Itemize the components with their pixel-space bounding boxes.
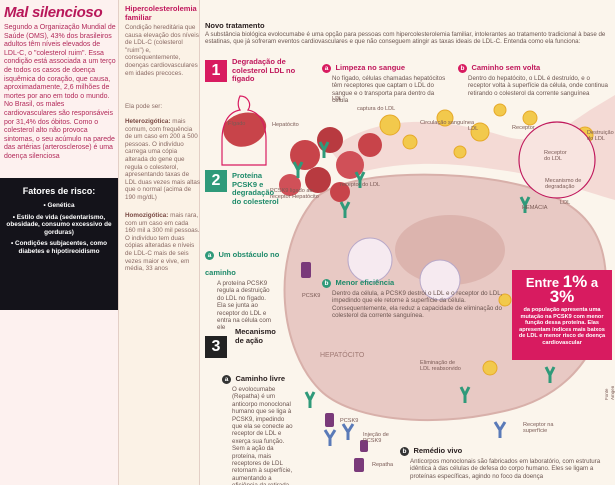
fh-heading: Hipercolesterolemia familiar (125, 4, 197, 22)
section-1-title: Degradação de colesterol LDL no fígado (232, 57, 296, 83)
section-2b-title: Menor eficiência (335, 278, 395, 287)
callout-lead: Entre (525, 275, 560, 290)
label-pcsk9-b: PCSK9 (340, 418, 359, 424)
bullet-2b: b (322, 279, 331, 288)
callout-percent-2: 3% (549, 287, 575, 306)
section-1a-text: No fígado, células chamadas hepatócitos … (332, 75, 446, 105)
label-repatha: Repatha (372, 462, 394, 468)
section-2a-title: Um obstáculo no caminho (205, 250, 280, 277)
section-1b: b Caminho sem volta Dentro do hepatócito… (458, 57, 608, 97)
risk-item-lifestyle: • Estilo de vida (sedentarismo, obesidad… (6, 213, 112, 236)
bullet-3b: b (400, 447, 409, 456)
callout-percent-1: 1% (562, 272, 588, 291)
label-eliminacao: Eliminação de LDL reabsorvido (420, 360, 461, 373)
credit: Fonte Amgen (604, 385, 615, 400)
label-injecao: Injeção de PCSK9 (363, 432, 389, 445)
section-3a: a Caminho livre O evolocumabe (Repatha) … (222, 368, 312, 485)
section-3b: b Remédio vivo Anticorpos monoclonais sã… (400, 440, 612, 480)
label-pcsk9: PCSK9 (302, 293, 321, 299)
label-hepatocito-big: HEPATÓCITO (320, 352, 365, 359)
risk-item-conditions: • Condições subjacentes, como diabetes e… (11, 240, 107, 255)
cell-nucleus (395, 215, 505, 285)
label-receptor: Receptor (512, 125, 535, 131)
label-destruicao: Destruição do LDL (587, 130, 614, 143)
fh-homozygous: Homozigótica: mais rara, com um caso em … (125, 212, 200, 273)
bullet-1b: b (458, 64, 467, 73)
receptor-inset (518, 121, 596, 199)
section-3b-text: Anticorpos monoclonais são fabricados em… (410, 458, 601, 480)
human-silhouette (221, 95, 267, 166)
section-3a-text: O evolocumabe (Repatha) é um anticorpo m… (232, 386, 293, 485)
section-2-title: Proteína PCSK9 e degradação do colestero… (232, 171, 279, 206)
section-2a: a Um obstáculo no caminho A proteína PCS… (205, 244, 295, 332)
red-blood-cells (279, 127, 382, 202)
fh-column: Hipercolesterolemia familiar Condição he… (118, 0, 200, 485)
pcsk9-proteins (301, 262, 368, 472)
bullet-2a: a (205, 251, 214, 260)
label-hemacia: HEMÁCIA (522, 205, 548, 211)
fh-heterozygous: Heterozigótica: mais comum, com frequênc… (125, 118, 200, 202)
sidebar-title: Mal silencioso (4, 4, 103, 21)
antibodies (323, 421, 507, 446)
label-circulacao: Circulação sanguínea (420, 120, 475, 126)
section-1b-text: Dentro do hepatócito, o LDL é destruído,… (468, 75, 608, 97)
label-hepatocito: Hepatócito (272, 122, 299, 128)
risk-title: Fatores de risco: (22, 186, 96, 196)
label-mecanismo: Mecanismo de degradação (545, 178, 582, 191)
section-2-number: 2 (205, 170, 227, 192)
sidebar-intro: Segundo a Organização Mundial de Saúde (… (4, 24, 116, 160)
section-2b: b Menor eficiência Dentro da célula, a P… (322, 272, 507, 320)
main-title: Novo tratamento (205, 21, 265, 30)
fh-description: Condição hereditária que causa elevação … (125, 24, 199, 77)
label-figado: Fígado (228, 121, 246, 127)
label-pcsk9-ligado: PCSK9 ligado ao receptor Hepatócito (270, 188, 319, 201)
section-3a-title: Caminho livre (235, 374, 286, 383)
section-2b-text: Dentro da célula, a PCSK9 destrói o LDL … (332, 290, 503, 320)
heterozygous-text: mais comum, com frequência de um caso em… (125, 118, 201, 201)
homozygous-label: Homozigótica: (125, 212, 169, 219)
fh-can-be: Ela pode ser: (125, 103, 163, 110)
endosome-1 (347, 237, 393, 283)
risk-item-genetics: • Genética (43, 202, 75, 209)
callout-text: da população apresenta uma mutação na PC… (518, 307, 606, 346)
homozygous-text: mais rara, com um caso em cada 160 mil a… (125, 212, 200, 273)
section-3b-title: Remédio vivo (413, 446, 463, 455)
label-receptor-ldl-2: Receptor do LDL (544, 150, 567, 163)
mutation-callout: Entre 1% a 3% da população apresenta uma… (512, 270, 612, 360)
bullet-3a: a (222, 375, 231, 384)
bullet-1a: a (322, 64, 331, 73)
label-ldl-1: LDL (332, 96, 343, 102)
label-receptor-ldl: receptor do LDL (340, 182, 381, 188)
section-2a-text: A proteína PCSK9 regula a destruição do … (217, 280, 271, 332)
section-3-title: Mecanismo de ação (235, 327, 276, 345)
label-ldl-3: LDL (560, 200, 571, 206)
main-intro: A substância biológica evolocumabe é uma… (205, 31, 606, 46)
section-1a: a Limpeza no sangue No fígado, células c… (322, 57, 452, 105)
callout-mid: a (590, 275, 599, 290)
heterozygous-label: Heterozigótica: (125, 118, 171, 125)
risk-factors-box: Fatores de risco: • Genética • Estilo de… (0, 178, 118, 310)
section-1-number: 1 (205, 60, 227, 82)
endosome-2 (419, 259, 461, 301)
label-ldl-2: LDL (468, 126, 479, 132)
section-1a-title: Limpeza no sangue (335, 63, 406, 72)
section-1b-title: Caminho sem volta (471, 63, 541, 72)
section-3-number: 3 (205, 336, 227, 358)
liver-icon (223, 112, 267, 147)
callout-headline: Entre 1% a 3% (516, 272, 608, 306)
label-captura: captura do LDL (357, 106, 396, 112)
label-receptor-superficie: Receptor na superfície (523, 422, 554, 435)
